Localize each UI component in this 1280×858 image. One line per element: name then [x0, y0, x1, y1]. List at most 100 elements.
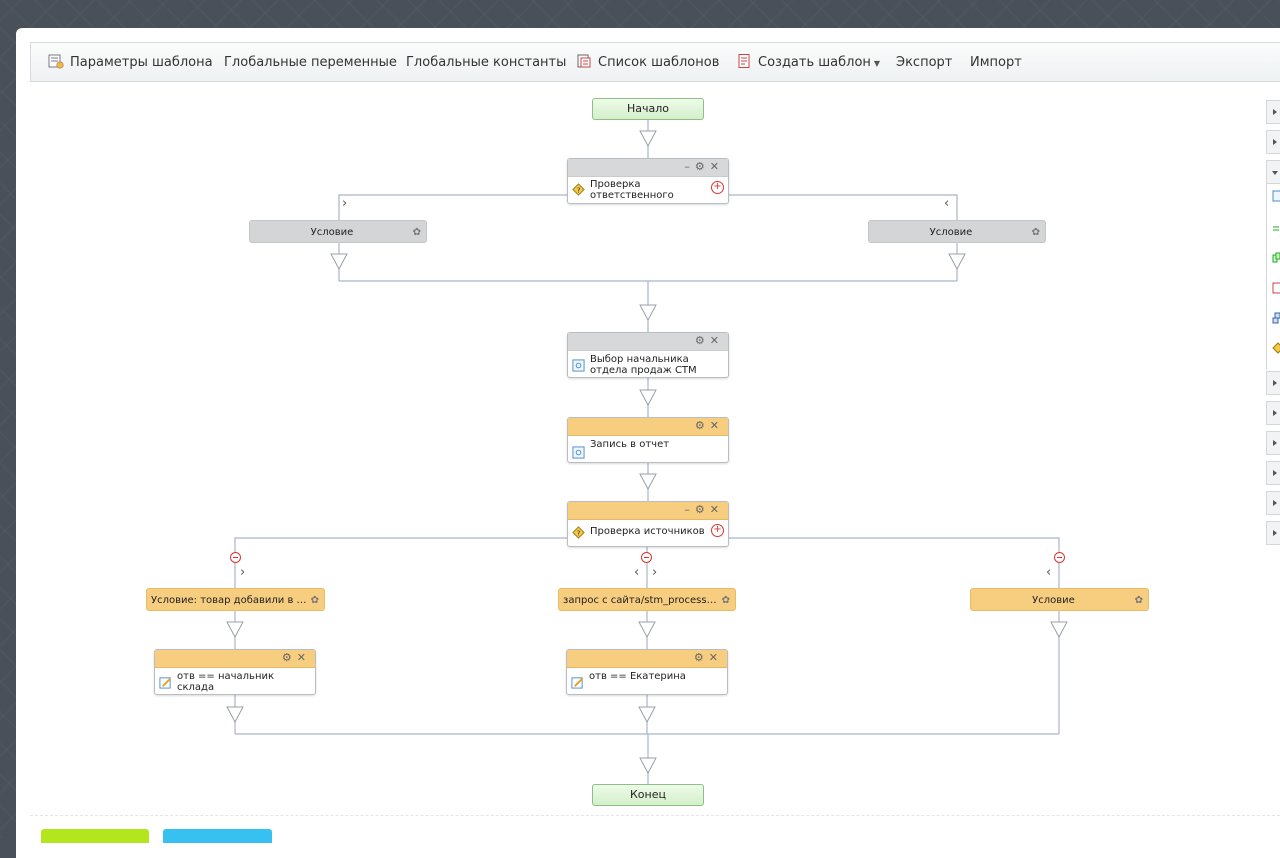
node-header-buttons: ⚙✕ [694, 650, 723, 667]
palette-tab-open[interactable] [1266, 160, 1280, 184]
parallel-icon[interactable] [1272, 252, 1280, 264]
svg-text:?: ? [577, 528, 581, 537]
action-node-mid[interactable]: ⚙✕ отв == Екатерина [566, 649, 728, 695]
edit-variable-icon [159, 677, 171, 689]
check-responsible-node[interactable]: –⚙✕ ? Проверка ответственного + [567, 158, 729, 204]
create-template-button[interactable]: Создать шаблон▼ [736, 43, 880, 83]
gear-icon[interactable]: ⚙ [694, 334, 710, 347]
chevron-down-icon: ▼ [873, 59, 881, 68]
chevron-right-icon[interactable]: › [240, 565, 246, 580]
palette-tab[interactable] [1266, 461, 1280, 485]
remove-branch-icon[interactable] [1054, 552, 1065, 563]
condition-label: Условие [310, 227, 354, 238]
arrow-down-icon [948, 253, 966, 271]
condition-label: Условие: товар добавили в к... [151, 595, 313, 606]
template-list-button[interactable]: Список шаблонов [576, 43, 719, 83]
node-header: ⚙✕ [568, 333, 728, 351]
palette-tab[interactable] [1266, 521, 1280, 545]
node-header-buttons: –⚙✕ [684, 159, 724, 176]
chevron-right-icon[interactable]: › [652, 565, 658, 580]
create-template-label: Создать шаблон [758, 55, 871, 70]
arrow-down-icon [639, 304, 657, 322]
node-title: Запись в отчет [590, 439, 670, 450]
chevron-left-icon[interactable]: ‹ [1046, 565, 1052, 580]
condition-node-mid[interactable]: запрос с сайта/stm_processin...✿ [558, 588, 736, 611]
report-record-node[interactable]: ⚙✕ Запись в отчет [567, 417, 729, 463]
arrow-down-icon [638, 706, 656, 724]
set-variable-icon[interactable] [1272, 222, 1280, 234]
arrow-down-icon [639, 130, 657, 148]
global-constants-label: Глобальные константы [406, 55, 567, 70]
global-variables-button[interactable]: Глобальные переменные [224, 43, 397, 83]
remove-branch-icon[interactable] [641, 552, 652, 563]
gear-icon[interactable]: ⚙ [694, 160, 710, 173]
chevron-left-icon[interactable]: ‹ [634, 565, 640, 580]
close-icon[interactable]: ✕ [709, 419, 724, 432]
close-icon[interactable]: ✕ [709, 503, 724, 516]
condition-node-right[interactable]: Условие✿ [970, 588, 1149, 611]
collapse-icon[interactable]: – [684, 160, 695, 173]
node-header: ⚙✕ [155, 650, 315, 668]
gear-icon[interactable]: ⚙ [694, 419, 710, 432]
node-header-buttons: ⚙✕ [695, 333, 724, 350]
template-params-button[interactable]: Параметры шаблона [48, 43, 213, 83]
palette-tab[interactable] [1266, 100, 1280, 124]
bottom-divider [30, 815, 1280, 816]
gear-icon[interactable]: ⚙ [694, 503, 710, 516]
close-icon[interactable]: ✕ [708, 651, 723, 664]
condition-icon[interactable] [1272, 342, 1280, 354]
designer-toolbar: Параметры шаблона Глобальные переменные … [30, 42, 1280, 82]
arrow-down-icon [1050, 621, 1068, 639]
node-header: ⚙✕ [568, 418, 728, 436]
action-node-left[interactable]: ⚙✕ отв == начальник склада [154, 649, 316, 695]
add-branch-icon[interactable]: + [711, 524, 724, 537]
condition-icon: ? [572, 526, 585, 539]
import-label: Импорт [970, 55, 1022, 70]
gear-icon[interactable]: ✿ [412, 227, 421, 238]
arrow-down-icon [639, 473, 657, 491]
condition-label: запрос с сайта/stm_processin... [563, 595, 726, 606]
chevron-left-icon: ‹ [944, 196, 950, 211]
check-sources-node[interactable]: –⚙✕ ? Проверка источников + [567, 501, 729, 547]
gear-icon[interactable]: ✿ [310, 595, 319, 606]
workflow-icon[interactable] [1272, 312, 1280, 324]
close-icon[interactable]: ✕ [296, 651, 311, 664]
gear-icon[interactable]: ⚙ [281, 651, 297, 664]
condition-node-left[interactable]: Условие: товар добавили в к...✿ [146, 588, 325, 611]
choose-head-node[interactable]: ⚙✕ Выбор начальника отдела продаж СТМ [567, 332, 729, 378]
palette-tab[interactable] [1266, 371, 1280, 395]
global-variables-label: Глобальные переменные [224, 55, 397, 70]
global-constants-button[interactable]: Глобальные константы [406, 43, 566, 83]
arrow-down-icon [226, 706, 244, 724]
close-icon[interactable]: ✕ [709, 334, 724, 347]
palette-tab[interactable] [1266, 401, 1280, 425]
template-list-label: Список шаблонов [598, 55, 720, 70]
condition-label: Условие [929, 227, 973, 238]
palette-tab[interactable] [1266, 130, 1280, 154]
arrow-down-icon [226, 621, 244, 639]
palette-tab[interactable] [1266, 491, 1280, 515]
activity-icon[interactable] [1272, 190, 1280, 202]
close-icon[interactable]: ✕ [709, 160, 724, 173]
arrow-down-icon [639, 757, 657, 775]
apply-button[interactable] [163, 829, 272, 843]
start-node[interactable]: Начало [592, 98, 704, 120]
save-button[interactable] [41, 829, 149, 843]
chevron-right-icon: › [342, 196, 348, 211]
export-button[interactable]: Экспорт [896, 43, 952, 83]
node-header-buttons: ⚙✕ [695, 418, 724, 435]
palette-tab[interactable] [1266, 431, 1280, 455]
gear-icon[interactable]: ✿ [1134, 595, 1143, 606]
document-icon[interactable] [1272, 282, 1280, 294]
import-button[interactable]: Импорт [970, 43, 1022, 83]
collapse-icon[interactable]: – [684, 503, 695, 516]
gear-icon[interactable]: ✿ [721, 595, 730, 606]
condition-node-right[interactable]: Условие ✿ [868, 220, 1046, 243]
condition-node-left[interactable]: Условие ✿ [249, 220, 427, 243]
add-branch-icon[interactable]: + [711, 181, 724, 194]
remove-branch-icon[interactable] [230, 552, 241, 563]
gear-icon[interactable]: ⚙ [693, 651, 709, 664]
gear-icon[interactable]: ✿ [1031, 227, 1040, 238]
node-title: Проверка источников [590, 526, 705, 537]
end-node[interactable]: Конец [592, 784, 704, 806]
